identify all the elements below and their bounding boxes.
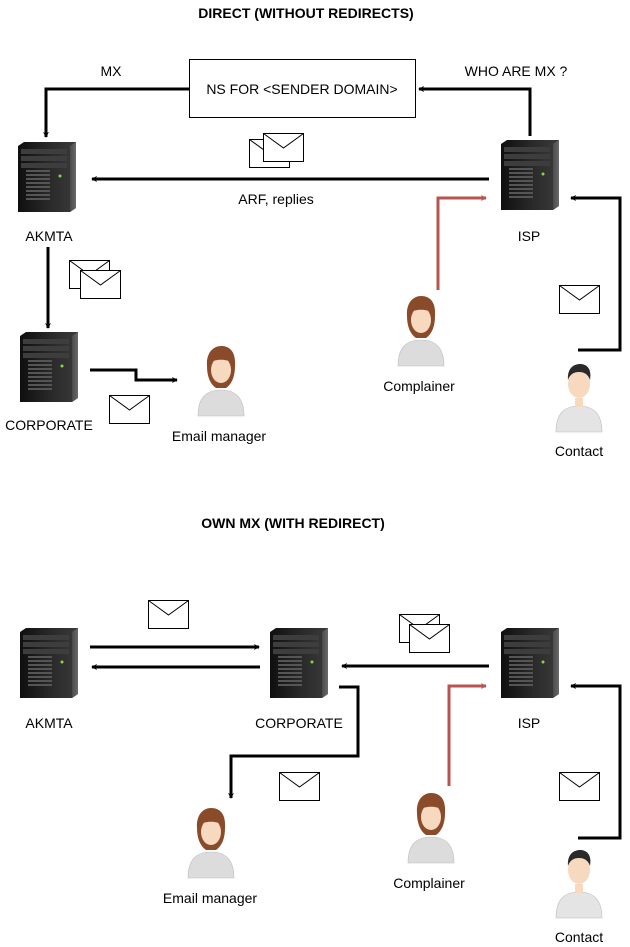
arrow-contact-to-isp (570, 683, 622, 840)
node-label-complainer: Complainer (383, 378, 455, 394)
node-label-corporate: CORPORATE (255, 715, 343, 731)
ns-box (189, 59, 416, 118)
envelope-icon (279, 772, 320, 801)
edge-label-mx: MX (101, 63, 123, 79)
node-label-email-manager: Email manager (163, 890, 257, 906)
person-icon (555, 849, 603, 919)
person-icon (197, 345, 245, 417)
node-label-email-manager: Email manager (172, 428, 266, 444)
envelope-icon (109, 395, 150, 424)
arrow-complaint (447, 683, 487, 786)
arrow-mx (43, 87, 189, 138)
envelope-icon (559, 285, 600, 314)
envelope-icon (559, 772, 600, 801)
server-icon (270, 628, 328, 698)
node-label-akmta: AKMTA (25, 228, 73, 244)
diagram-title: OWN MX (WITH REDIRECT) (201, 515, 385, 531)
node-label-isp: ISP (518, 715, 541, 731)
arrow-who-are-mx (418, 86, 532, 136)
envelope-icon (80, 270, 121, 299)
person-icon (397, 295, 445, 367)
node-label-contact: Contact (555, 929, 603, 945)
arrow-corporate-to-email-manager (90, 368, 178, 383)
server-icon (501, 628, 559, 698)
person-icon (187, 807, 235, 879)
node-label-contact: Contact (555, 443, 603, 459)
arrow-complaint (436, 195, 487, 290)
server-icon (20, 332, 78, 402)
node-label-isp: ISP (518, 228, 541, 244)
arrow-corporate-to-email-manager (228, 685, 360, 799)
arrow-contact-to-isp (570, 195, 622, 352)
server-icon (18, 142, 76, 212)
person-icon (407, 792, 455, 864)
diagram-title: DIRECT (WITHOUT REDIRECTS) (198, 5, 413, 21)
node-label-corporate: CORPORATE (5, 417, 93, 433)
node-label-akmta: AKMTA (25, 715, 73, 731)
envelope-icon (263, 133, 304, 162)
node-label-complainer: Complainer (393, 875, 465, 891)
edge-label-who-are-mx: WHO ARE MX ? (465, 63, 568, 79)
envelope-icon (409, 624, 450, 653)
ns-box-label: NS FOR <SENDER DOMAIN> (206, 81, 397, 97)
server-icon (20, 628, 78, 698)
server-icon (501, 140, 559, 210)
envelope-icon (148, 600, 189, 629)
edge-label-arf-replies: ARF, replies (238, 191, 313, 207)
person-icon (555, 363, 603, 433)
